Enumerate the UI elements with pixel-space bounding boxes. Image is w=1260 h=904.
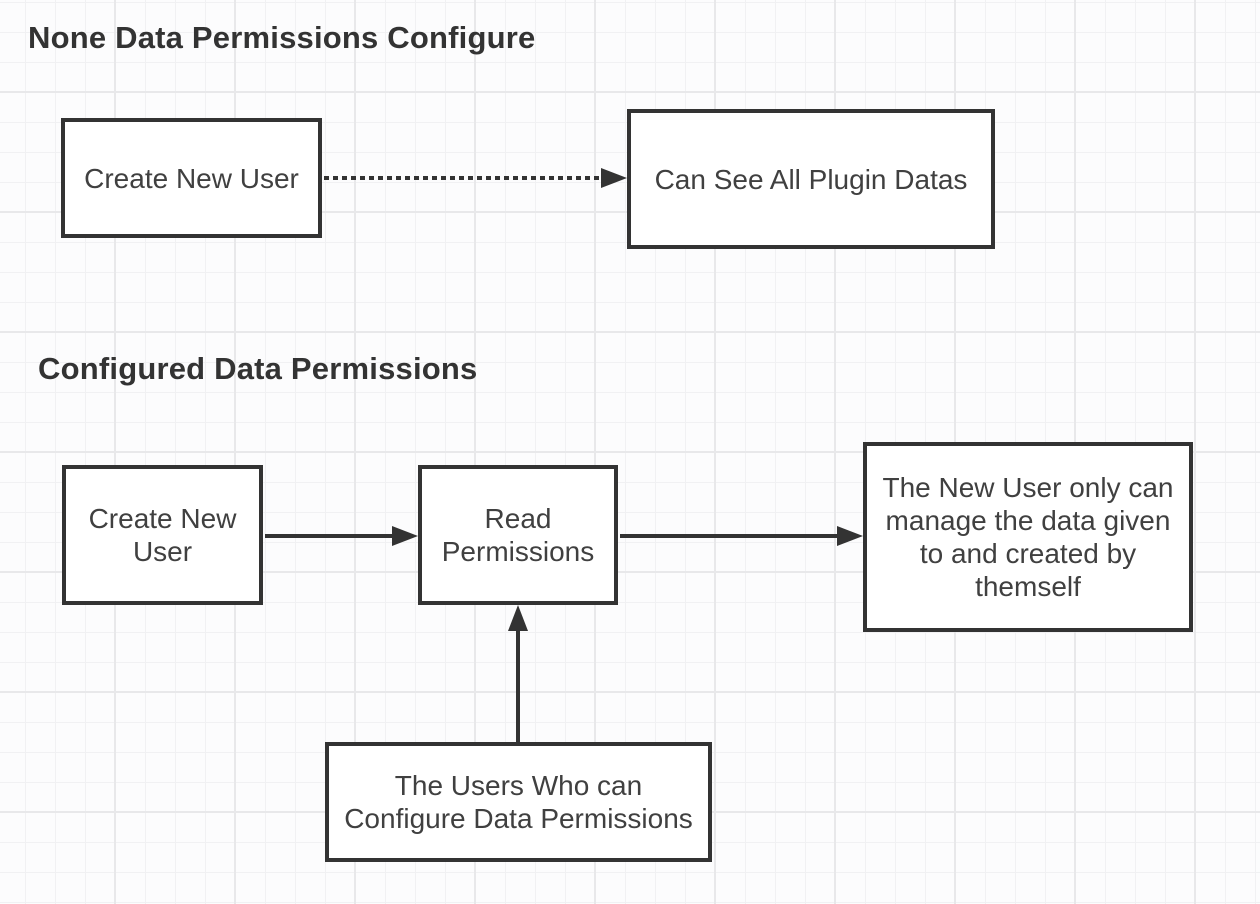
- node-label: The New User only can: [882, 472, 1174, 503]
- node-read-permissions: Read Permissions: [418, 465, 618, 605]
- node-label: Create New User: [84, 162, 299, 194]
- node-label: themself: [975, 571, 1081, 602]
- node-label: manage the data given: [885, 505, 1171, 536]
- node-new-user-data-scope: The New User only can manage the data gi…: [863, 442, 1193, 632]
- node-create-new-user-b: Create New User: [62, 465, 263, 605]
- node-label: Configure Data Permissions: [344, 803, 693, 834]
- node-label: Read: [484, 503, 552, 534]
- arrowhead-up-icon: [508, 605, 528, 631]
- node-label: to and created by: [919, 538, 1137, 569]
- arrowhead-right-icon: [601, 168, 627, 188]
- node-create-new-user-a: Create New User: [61, 118, 322, 238]
- node-label: Can See All Plugin Datas: [654, 163, 968, 195]
- arrowhead-right-icon: [392, 526, 418, 546]
- arrowhead-right-icon: [837, 526, 863, 546]
- edge-create-user-to-read-permissions: [265, 534, 392, 538]
- edge-read-permissions-to-data-scope: [620, 534, 837, 538]
- section-title-none-data-permissions: None Data Permissions Configure: [28, 20, 536, 55]
- section-title-configured-data-permissions: Configured Data Permissions: [38, 351, 478, 386]
- node-label: Permissions: [441, 536, 595, 567]
- node-label: The Users Who can: [394, 770, 643, 801]
- edge-create-user-to-plugin-datas: [324, 176, 601, 180]
- node-configuring-users: The Users Who can Configure Data Permiss…: [325, 742, 712, 862]
- node-label: Create New: [88, 503, 237, 534]
- node-can-see-all-plugin-datas: Can See All Plugin Datas: [627, 109, 995, 249]
- edge-configuring-users-to-read-permissions: [516, 629, 520, 742]
- node-label: User: [132, 536, 193, 567]
